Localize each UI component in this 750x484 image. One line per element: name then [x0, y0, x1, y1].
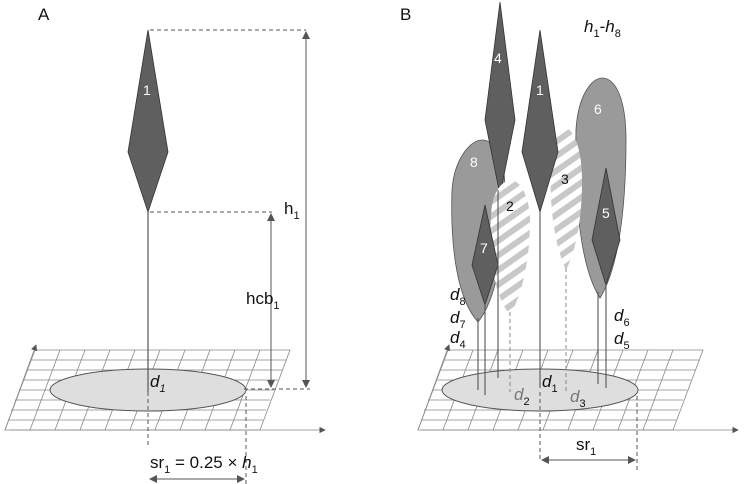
crown-2-number: 2 — [506, 198, 514, 214]
height-label-a: h1 — [284, 199, 300, 222]
radius-label-a: sr1 = 0.25 × h1 — [150, 453, 258, 476]
stem-label-d2: d2 — [514, 385, 530, 408]
stem-label-d8: d8 — [450, 285, 466, 308]
panel-b-title: h1-h8 — [584, 17, 621, 40]
crown-base-label-a: hcb1 — [246, 289, 280, 312]
stem-label-d6: d6 — [614, 306, 630, 329]
y-axis-b — [417, 344, 451, 431]
stem-label-d7: d7 — [450, 308, 466, 331]
crown-3-number: 3 — [561, 171, 569, 187]
crown-1-a-number: 1 — [143, 82, 151, 98]
crown-1-b-number: 1 — [536, 82, 544, 98]
stems-b — [477, 190, 607, 395]
stem-label-d5: d5 — [614, 329, 630, 352]
crown-7-number: 7 — [480, 240, 488, 256]
stem-label-a: d1 — [150, 372, 166, 395]
hatched-stems-b — [509, 268, 567, 392]
crown-6-number: 6 — [594, 101, 602, 117]
crown-2 — [490, 180, 530, 315]
stem-label-d1-b: d1 — [542, 372, 558, 395]
crown-3 — [550, 128, 582, 270]
crown-5-number: 5 — [602, 205, 610, 221]
crown-1-a — [127, 29, 169, 214]
panel-a-letter: A — [38, 5, 50, 24]
panel-b-letter: B — [400, 5, 411, 24]
panel-a: A 1 — [4, 5, 326, 484]
stem-label-d4: d4 — [450, 328, 466, 351]
stem-label-d3: d3 — [570, 387, 586, 410]
y-axis-a — [4, 344, 38, 431]
radius-label-b: sr1 — [576, 435, 596, 458]
panel-b: B h1-h8 — [400, 1, 739, 470]
crown-4-number: 4 — [494, 50, 502, 66]
crown-8-number: 8 — [470, 154, 478, 170]
